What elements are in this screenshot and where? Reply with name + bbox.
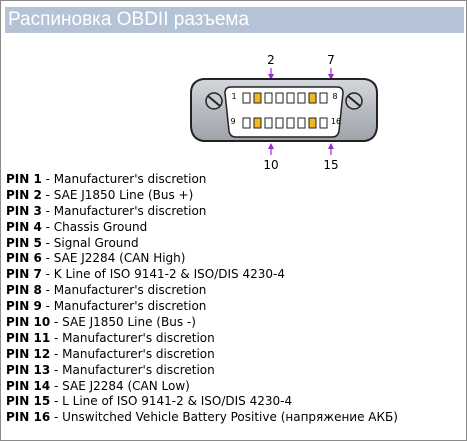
pin-3 [264, 92, 273, 104]
pin-row-14: PIN 14 - SAE J2284 (CAN Low) [6, 379, 464, 395]
right-screw-icon [345, 92, 363, 110]
diagram-number-2: 2 [267, 53, 275, 67]
diagram-number-10: 10 [263, 158, 278, 172]
pin-5 [286, 92, 295, 104]
corner-label-8: 8 [332, 92, 337, 101]
diagram-number-7: 7 [327, 53, 335, 67]
pin-7 [308, 92, 317, 104]
pin-row-8: PIN 8 - Manufacturer's discretion [6, 283, 464, 299]
pin-description: - SAE J2284 (CAN Low) [50, 378, 190, 393]
pin-description: - Manufacturer's discretion [50, 362, 215, 377]
pin-label: PIN 7 [6, 267, 42, 282]
pin-row-7: PIN 7 - K Line of ISO 9141-2 & ISO/DIS 4… [6, 267, 464, 283]
pin-description: - K Line of ISO 9141-2 & ISO/DIS 4230-4 [41, 267, 285, 282]
pin-10 [253, 117, 262, 129]
pin-row-1: PIN 1 - Manufacturer's discretion [6, 172, 464, 188]
pin-16 [319, 117, 328, 129]
pin-description: - Manufacturer's discretion [41, 172, 207, 186]
corner-label-16: 16 [331, 117, 341, 126]
left-screw-icon [205, 92, 223, 110]
pin-row-5: PIN 5 - Signal Ground [6, 236, 464, 252]
pin-label: PIN 16 [6, 410, 51, 425]
pin-1 [242, 92, 251, 104]
pin-description: - L Line of ISO 9141-2 & ISO/DIS 4230-4 [50, 394, 293, 409]
pin-description: - Chassis Ground [41, 219, 148, 234]
pin-label: PIN 4 [6, 219, 42, 234]
pin-13 [286, 117, 295, 129]
pin-label: PIN 2 [6, 187, 42, 202]
pin-row-2: PIN 2 - SAE J1850 Line (Bus +) [6, 188, 464, 204]
pin-2 [253, 92, 262, 104]
pin-8 [319, 92, 328, 104]
pin-description: - SAE J1850 Line (Bus +) [41, 187, 194, 202]
diagram-number-15: 15 [323, 158, 338, 172]
pin-label: PIN 12 [6, 346, 51, 361]
title-bar: Распиновка OBDII разъема [5, 7, 464, 33]
pin-label: PIN 13 [6, 362, 51, 377]
pin-row-16: PIN 16 - Unswitched Vehicle Battery Posi… [6, 410, 464, 426]
pin-6 [297, 92, 306, 104]
pin-description: - SAE J1850 Line (Bus -) [50, 315, 196, 330]
pin-label: PIN 14 [6, 378, 51, 393]
pin-row-11: PIN 11 - Manufacturer's discretion [6, 331, 464, 347]
pin-row-9: PIN 9 - Manufacturer's discretion [6, 299, 464, 315]
pin-description: - Manufacturer's discretion [41, 299, 207, 314]
pin-label: PIN 3 [6, 203, 42, 218]
pin-row-4: PIN 4 - Chassis Ground [6, 220, 464, 236]
pin-description: - Signal Ground [41, 235, 139, 250]
pin-description: - Manufacturer's discretion [50, 346, 215, 361]
pin-row-12: PIN 12 - Manufacturer's discretion [6, 347, 464, 363]
pin-row-15: PIN 15 - L Line of ISO 9141-2 & ISO/DIS … [6, 394, 464, 410]
pin-row-3: PIN 3 - Manufacturer's discretion [6, 204, 464, 220]
pin-description: - Unswitched Vehicle Battery Positive (н… [50, 410, 398, 425]
corner-label-1: 1 [231, 92, 236, 101]
pin-description: - Manufacturer's discretion [41, 203, 207, 218]
pin-15 [308, 117, 317, 129]
pin-row-6: PIN 6 - SAE J2284 (CAN High) [6, 251, 464, 267]
pin-label: PIN 8 [6, 283, 42, 298]
obd2-connector-diagram: 2 7 1 8 9 16 [190, 53, 378, 172]
pin-11 [264, 117, 273, 129]
pin-label: PIN 6 [6, 251, 42, 266]
pin-12 [275, 117, 284, 129]
pin-14 [297, 117, 306, 129]
pin-label: PIN 1 [6, 172, 42, 186]
pin-row-13: PIN 13 - Manufacturer's discretion [6, 363, 464, 379]
pin-description: - Manufacturer's discretion [50, 330, 215, 345]
pin-list: PIN 1 - Manufacturer's discretion PIN 2 … [6, 172, 464, 426]
pin-description: - Manufacturer's discretion [41, 283, 207, 298]
pin-row-10: PIN 10 - SAE J1850 Line (Bus -) [6, 315, 464, 331]
pin-description: - SAE J2284 (CAN High) [41, 251, 186, 266]
pin-4 [275, 92, 284, 104]
pin-label: PIN 15 [6, 394, 51, 409]
page-title: Распиновка OBDII разъема [8, 9, 250, 30]
pin-label: PIN 9 [6, 299, 42, 314]
pin-label: PIN 11 [6, 330, 51, 345]
pin-label: PIN 5 [6, 235, 42, 250]
pin-label: PIN 10 [6, 315, 51, 330]
pin-9 [242, 117, 251, 129]
corner-label-9: 9 [230, 117, 235, 126]
